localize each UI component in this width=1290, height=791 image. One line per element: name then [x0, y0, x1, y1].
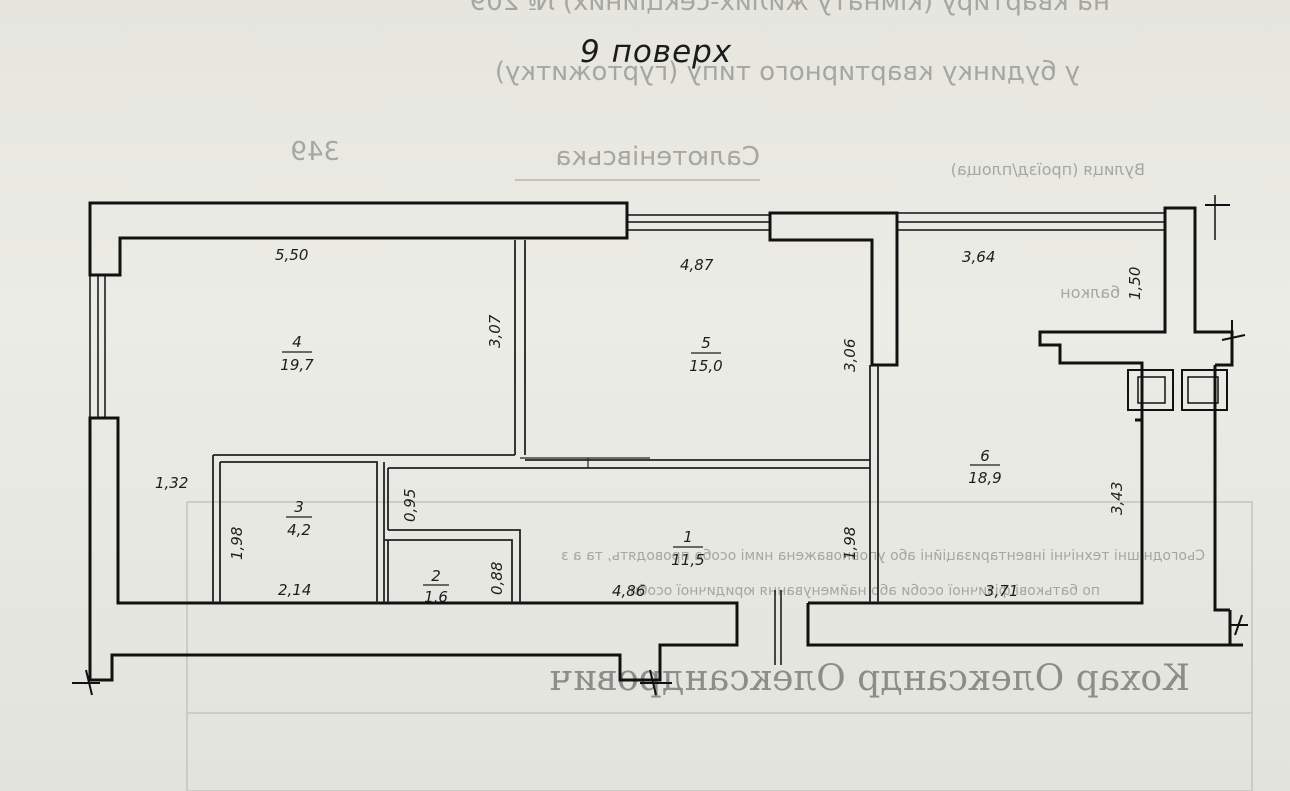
partition-room3	[212, 454, 515, 603]
column-left	[1127, 369, 1174, 411]
wall-top-middle	[768, 211, 899, 367]
room-5-label: 5 15,0	[689, 334, 722, 375]
wall-balcony-step	[1038, 213, 1167, 420]
room-2-number: 2	[431, 567, 441, 585]
bleed-bottom-line-2: по батькові фізичної особи або найменува…	[630, 583, 1100, 599]
dim-room6-height: 3,43	[1108, 482, 1126, 515]
dim-room2-height: 0,88	[488, 562, 506, 595]
bleed-form-box	[186, 501, 1253, 791]
bleed-top-line-2-text: у будинку квартирного типу (гуртожитку)	[495, 57, 1080, 87]
room-1-label: 1 11,5	[671, 528, 704, 569]
bleed-street-label-text: Вулиця (проїзд/площа)	[951, 160, 1145, 179]
room-5-area: 15,0	[689, 357, 722, 375]
dim-left-wall: 1,32	[155, 474, 188, 492]
column-right	[1181, 369, 1228, 411]
bleed-through-text: на квартиру (кімнату жилих-секційних) № …	[186, 0, 1253, 791]
bleed-balcony-label-text: балкон	[1060, 283, 1120, 302]
balcony-columns	[1127, 369, 1228, 411]
partition-room1-room2	[384, 467, 870, 603]
bleed-street-label: Вулиця (проїзд/площа)	[951, 160, 1145, 179]
bleed-house-number-text: 349	[290, 137, 340, 167]
room-6-label: 6 18,9	[968, 447, 1001, 487]
bleed-street-value: Салютенівська	[555, 142, 760, 172]
break-marks	[72, 204, 1248, 696]
room-3-label: 3 4,2	[286, 498, 312, 539]
partitions	[212, 240, 879, 603]
break-mark-right-top	[1221, 320, 1246, 350]
dim-room5-height: 3,06	[841, 339, 859, 372]
dim-room6-width: 3,64	[962, 248, 995, 266]
window-top-right	[897, 212, 1165, 231]
dim-balcony-side: 1,50	[1126, 267, 1144, 300]
partition-4-5	[514, 240, 526, 455]
bleed-top-line-2: у будинку квартирного типу (гуртожитку)	[495, 57, 1080, 87]
bleed-bottom-line-1-text: Сьогоднішні технічні інвентаризаційні аб…	[561, 548, 1205, 564]
room-4-label: 4 19,7	[280, 333, 314, 374]
walls	[88, 195, 1243, 682]
room-4-number: 4	[292, 333, 302, 351]
dim-closet-wall: 0,95	[401, 489, 419, 522]
wall-right-top	[1163, 206, 1234, 348]
break-mark-bl	[72, 669, 100, 696]
wall-right-lower	[1213, 365, 1230, 612]
break-mark-bottom	[640, 669, 672, 696]
dimension-labels: 5,50 4,87 3,64 1,50 3,07 3,06 3,43 1,32 …	[155, 246, 1144, 600]
window-top	[627, 214, 770, 231]
room-1-number: 1	[683, 528, 693, 546]
bleed-house-number: 349	[290, 137, 340, 167]
room-2-label: 2 1,6	[423, 567, 449, 606]
floor-title: 9 поверх	[580, 34, 733, 70]
wall-left-bottom	[88, 416, 739, 682]
room-5-number: 5	[701, 334, 711, 352]
wall-top-left	[88, 201, 629, 277]
room-labels: 4 19,7 5 15,0 3 4,2 2 1,6 1	[280, 333, 1001, 606]
bleed-bottom-line-2-text: по батькові фізичної особи або найменува…	[630, 583, 1100, 599]
dim-room1-height: 1,98	[841, 527, 859, 560]
room-6-area: 18,9	[968, 469, 1001, 487]
dim-room5-width: 4,87	[680, 256, 714, 274]
partition-5-6	[869, 365, 879, 603]
column-right-inner	[1187, 376, 1219, 404]
room-3-number: 3	[294, 498, 304, 516]
bleed-top-line-1: на квартиру (кімнату жилих-секційних) № …	[470, 0, 1110, 17]
dim-hall-width: 3,71	[985, 582, 1018, 600]
bleed-balcony-label: балкон	[1060, 283, 1120, 302]
bleed-bottom-line-1: Сьогоднішні технічні інвентаризаційні аб…	[561, 548, 1205, 564]
dim-room4-height: 3,07	[486, 314, 504, 348]
bleed-street-value-text: Салютенівська	[555, 142, 760, 172]
room-3-area: 4,2	[287, 521, 311, 539]
room-4-area: 19,7	[280, 356, 314, 374]
room-1-area: 11,5	[671, 551, 704, 569]
room-6-number: 6	[980, 447, 990, 465]
partition-corridor	[520, 457, 650, 468]
break-mark-right-bottom	[1230, 614, 1248, 636]
entrance-door	[774, 590, 782, 665]
wall-bottom-right	[806, 418, 1243, 647]
column-left-inner	[1137, 376, 1166, 404]
bleed-top-line-1-text: на квартиру (кімнату жилих-секційних) № …	[470, 0, 1110, 17]
dim-room4-width: 5,50	[275, 246, 308, 264]
dim-room3-height: 1,98	[228, 527, 246, 560]
wall-right-connector	[1215, 348, 1234, 367]
dim-room3-width: 2,14	[278, 581, 311, 599]
room-2-area: 1,6	[424, 588, 448, 606]
window-left	[89, 275, 106, 418]
dim-room1-width: 4,86	[612, 582, 645, 600]
